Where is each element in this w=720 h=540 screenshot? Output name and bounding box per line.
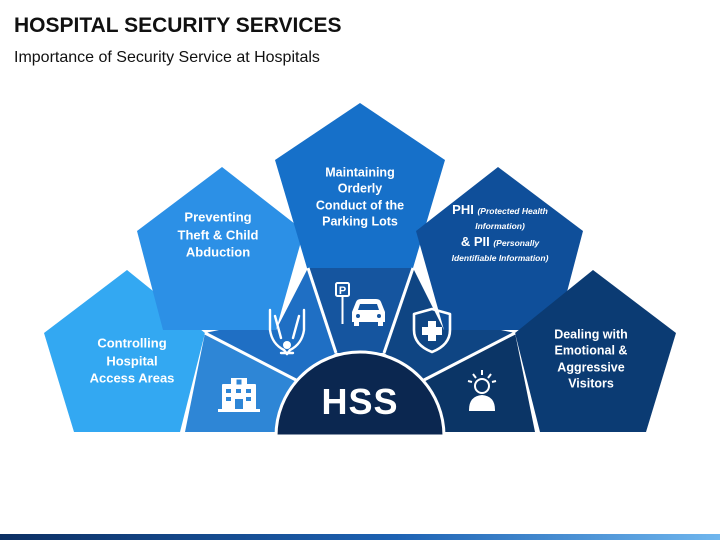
hub-label: HSS (321, 381, 399, 422)
stressed-person-icon (467, 370, 497, 411)
page-title: HOSPITAL SECURITY SERVICES (14, 14, 342, 37)
pentagon-theft-text: Preventing Theft & Child Abduction (177, 209, 259, 260)
page-subtitle: Importance of Security Service at Hospit… (14, 49, 320, 66)
pentagon-visitors (515, 270, 676, 432)
parking-sign-letter: P (339, 285, 346, 297)
protective-hands-icon (268, 308, 306, 356)
hospital-building-icon (218, 378, 260, 412)
wedge-visitors (424, 333, 535, 432)
pentagon-phi (416, 167, 583, 330)
wedge-theft (205, 268, 336, 380)
pentagon-phi-text: PHI (Protected Health Information) & PII… (451, 202, 549, 263)
hub-semicircle (274, 350, 446, 438)
bottom-accent-bar (0, 534, 720, 540)
shield-cross-icon (412, 307, 452, 354)
pentagon-access-text: Controlling Hospital Access Areas (89, 335, 175, 386)
pentagon-parking-text: Maintaining Orderly Conduct of the Parki… (315, 165, 405, 229)
pentagon-visitors-text: Dealing with Emotional & Aggressive Visi… (554, 327, 628, 391)
wedge-phi (384, 268, 515, 380)
pentagon-parking (275, 103, 445, 268)
parking-car-icon: P (335, 282, 385, 326)
pentagon-theft (137, 167, 304, 330)
